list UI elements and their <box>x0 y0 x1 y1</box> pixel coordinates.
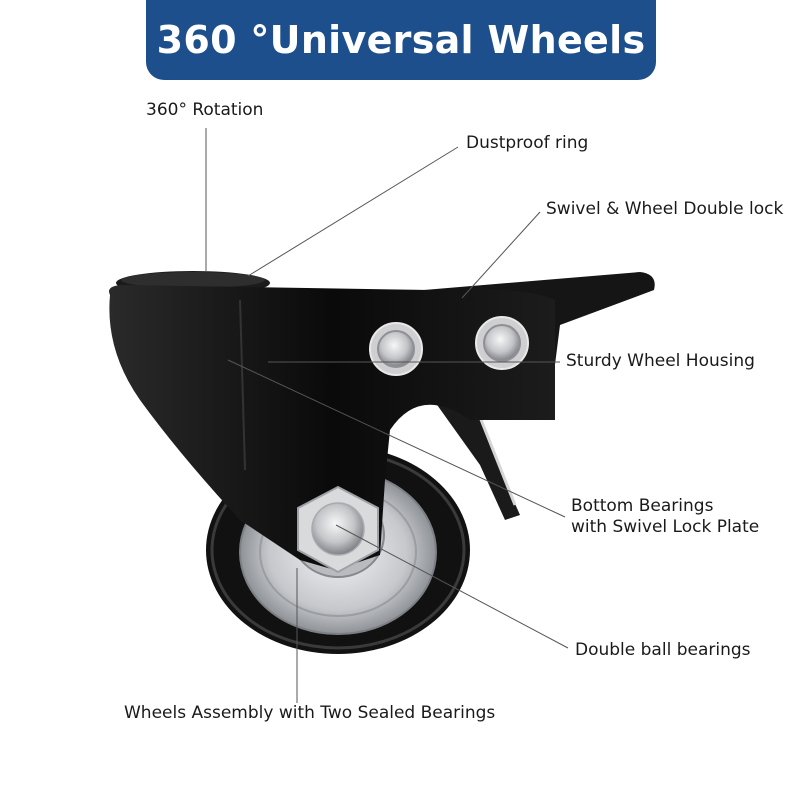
leader-double-lock <box>461 211 541 299</box>
label-dustproof-ring: Dustproof ring <box>466 133 589 153</box>
label-double-lock: Swivel & Wheel Double lock <box>546 199 784 219</box>
leader-bottom-bearings <box>227 359 566 518</box>
label-bottom-bearings-line2: with Swivel Lock Plate <box>571 517 760 537</box>
title-text: 360 °Universal Wheels <box>156 18 646 62</box>
rivet-left <box>369 322 423 376</box>
housing-highlight <box>239 299 246 471</box>
rivet-right <box>475 316 529 370</box>
label-360-rotation: 360° Rotation <box>146 100 264 120</box>
label-ball-bearings: Double ball bearings <box>575 640 751 660</box>
title-banner: 360 °Universal Wheels <box>146 0 656 80</box>
lock-plate <box>430 385 520 520</box>
label-wheel-housing: Sturdy Wheel Housing <box>566 351 755 371</box>
leader-lines <box>205 128 569 703</box>
label-wheels-assembly: Wheels Assembly with Two Sealed Bearings <box>124 703 496 723</box>
leader-dustproof <box>247 146 459 277</box>
housing-body <box>109 285 555 570</box>
axle-bolt <box>297 485 379 574</box>
leader-ball-bearings <box>335 524 569 649</box>
wheel-housing <box>109 285 555 570</box>
label-bottom-bearings-line1: Bottom Bearings <box>571 496 714 516</box>
